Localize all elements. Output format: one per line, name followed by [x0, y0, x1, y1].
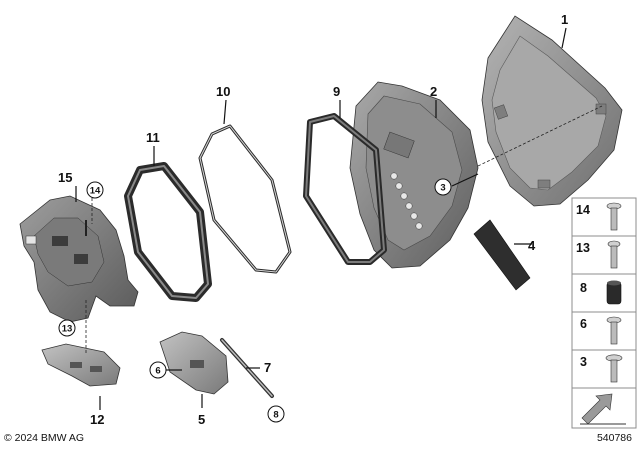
tray-label-6: 6 — [580, 317, 587, 331]
tray-item-8: 8 — [580, 280, 622, 305]
self-tapping-screw-icon — [606, 316, 622, 345]
tray-label-8: 8 — [580, 281, 587, 295]
tray-item-3: 3 — [580, 354, 623, 383]
callout-11: 11 — [146, 130, 160, 145]
callout-3-label: 3 — [440, 183, 445, 194]
callout-5: 5 — [198, 412, 205, 427]
callout-7: 7 — [264, 360, 271, 375]
torx-screw-icon — [606, 202, 622, 231]
rubber-grommet-icon — [606, 280, 622, 305]
seal-ring-part — [198, 124, 292, 274]
copyright-text: © 2024 BMW AG — [4, 432, 85, 444]
tray-label-13: 13 — [576, 241, 590, 255]
callout-1: 1 — [561, 12, 568, 27]
small-clip-part — [41, 343, 121, 387]
tray-item-6: 6 — [580, 316, 622, 345]
tray-item-13: 13 — [576, 240, 621, 269]
callout-8-label: 8 — [273, 410, 278, 421]
fastener-tray: 14 13 8 6 — [571, 197, 637, 429]
callout-6: 6 — [149, 361, 167, 379]
callout-13: 13 — [58, 319, 76, 337]
leader-lines — [75, 27, 567, 410]
bracket-part — [19, 195, 139, 323]
callout-2: 2 — [430, 84, 437, 99]
callout-13-label: 13 — [62, 324, 73, 335]
assembly-lines — [85, 198, 93, 354]
housing-gasket-part — [303, 113, 387, 265]
housing-part — [349, 81, 479, 269]
tray-item-14: 14 — [576, 202, 622, 231]
callout-8: 8 — [267, 405, 285, 423]
callout-12: 12 — [90, 412, 104, 427]
callout-14: 14 — [86, 181, 104, 199]
flange-screw-icon — [605, 354, 623, 383]
foam-strip-part — [473, 219, 531, 291]
callout-10: 10 — [216, 84, 230, 99]
callout-9: 9 — [333, 84, 340, 99]
callout-15: 15 — [58, 170, 72, 185]
tray-label-14: 14 — [576, 203, 590, 217]
cable-holder-part — [159, 331, 229, 395]
callout-14-label: 14 — [90, 186, 101, 197]
tray-label-3: 3 — [580, 355, 587, 369]
callout-6-label: 6 — [155, 366, 160, 377]
callout-3: 3 — [434, 178, 452, 196]
image-id-text: 540786 — [596, 432, 632, 444]
direction-arrow-icon — [580, 393, 626, 425]
callout-4: 4 — [528, 238, 536, 253]
screw-icon — [607, 240, 621, 269]
connector-pins — [390, 172, 423, 230]
gasket-part — [124, 162, 212, 302]
cover-part — [477, 15, 623, 207]
